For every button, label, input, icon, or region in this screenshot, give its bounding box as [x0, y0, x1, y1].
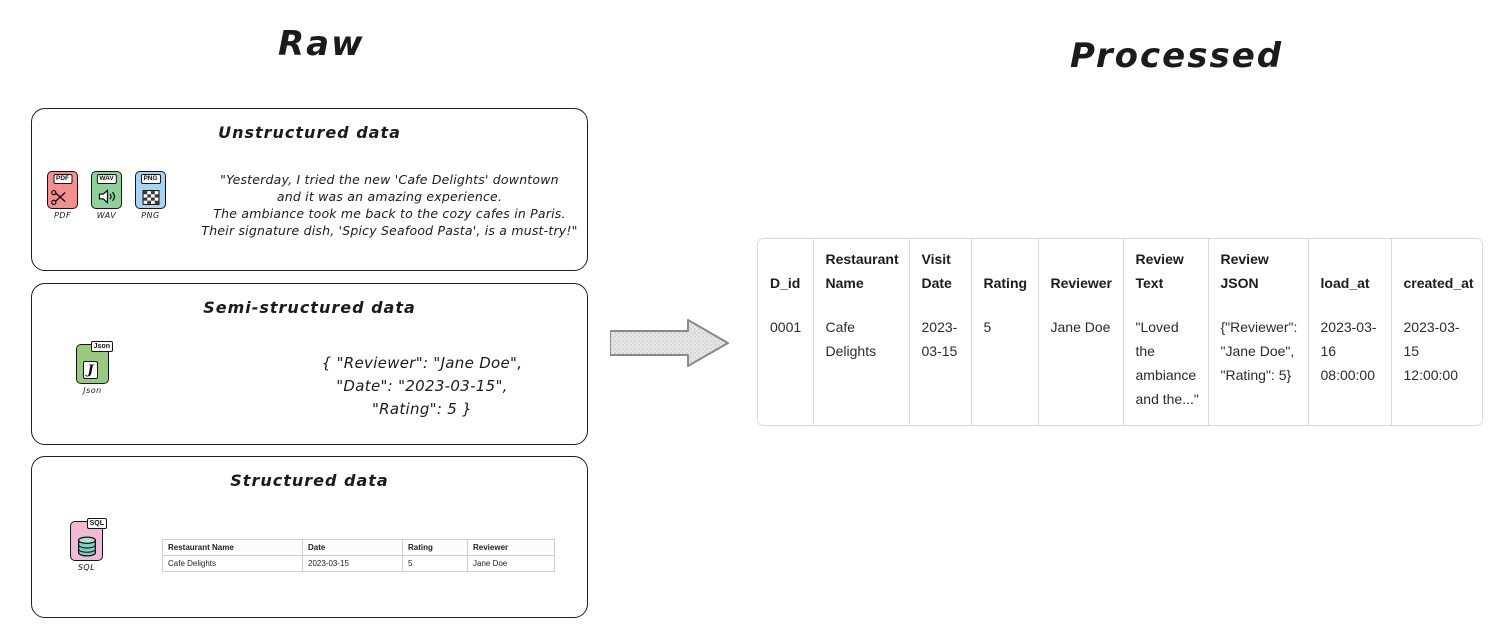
- wav-file: WAV WAV: [91, 171, 122, 220]
- png-file: PNG PNG: [135, 171, 166, 220]
- col-header-visit-date: Visit Date: [909, 239, 972, 307]
- mini-col-reviewer: Reviewer: [467, 539, 555, 556]
- quote-line: The ambiance took me back to the cozy ca…: [213, 206, 566, 221]
- pdf-label: PDF: [53, 211, 72, 220]
- processed-table: D_id Restaurant Name Visit Date Rating R…: [758, 239, 1482, 425]
- cell-review-json: {"Reviewer": "Jane Doe", "Rating": 5}: [1208, 307, 1309, 425]
- cell-d-id: 0001: [758, 307, 814, 425]
- json-file: Json J Json: [76, 341, 113, 395]
- processed-section-title: Processed: [1070, 36, 1284, 76]
- wav-badge: WAV: [96, 174, 117, 184]
- quote-line: Their signature dish, 'Spicy Seafood Pas…: [201, 223, 578, 238]
- mini-cell-reviewer: Jane Doe: [467, 555, 555, 572]
- col-header-review-text: Review Text: [1123, 239, 1209, 307]
- semi-structured-data-box: Semi-structured data Json J Json { "Revi…: [31, 283, 588, 445]
- checkered-image-icon: [142, 190, 159, 205]
- cell-created-at: 2023-03-15 12:00:00: [1403, 319, 1460, 383]
- sql-badge: SQL: [86, 518, 107, 529]
- unstructured-data-box: Unstructured data PDF PDF WAV: [31, 108, 588, 271]
- quote-line: and it was an amazing experience.: [276, 189, 503, 204]
- json-line: { "Reviewer": "Jane Doe",: [321, 354, 523, 372]
- cell-restaurant-name: Cafe Delights: [813, 307, 910, 425]
- json-file-icon: Json J: [76, 341, 113, 384]
- json-line: "Date": "2023-03-15",: [336, 377, 508, 395]
- unstructured-box-title: Unstructured data: [218, 123, 401, 142]
- cell-load-at: 2023-03-16 08:00:00: [1308, 307, 1392, 425]
- raw-section-title: Raw: [278, 24, 365, 64]
- processed-table-container: D_id Restaurant Name Visit Date Rating R…: [757, 238, 1483, 426]
- pdf-file: PDF PDF: [47, 171, 78, 220]
- processed-header-row: D_id Restaurant Name Visit Date Rating R…: [758, 239, 1482, 307]
- transform-arrow-icon: [610, 319, 729, 367]
- mini-table-header-row: Restaurant Name Date Rating Reviewer: [162, 539, 555, 556]
- col-header-d-id: D_id: [758, 239, 814, 307]
- file-icons-group: PDF PDF WAV: [47, 171, 166, 220]
- col-header-rating: Rating: [971, 239, 1039, 307]
- mini-cell-date: 2023-03-15: [302, 555, 403, 572]
- processed-table-row: 0001 Cafe Delights 2023-03-15 5 Jane Doe…: [758, 307, 1482, 425]
- structured-data-box: Structured data SQL SQL Restaurant Name …: [31, 456, 588, 618]
- json-snippet: { "Reviewer": "Jane Doe", "Date": "2023-…: [192, 352, 652, 421]
- mini-col-date: Date: [302, 539, 403, 556]
- col-header-created-at: created_at: [1403, 275, 1474, 291]
- wav-label: WAV: [96, 211, 117, 220]
- cell-rating: 5: [971, 307, 1039, 425]
- json-line: "Rating": 5 }: [371, 400, 473, 418]
- speaker-icon: [98, 188, 115, 205]
- col-header-reviewer: Reviewer: [1038, 239, 1124, 307]
- review-quote-text: "Yesterday, I tried the new 'Cafe Deligh…: [200, 171, 579, 239]
- json-label: Json: [83, 386, 102, 395]
- mini-cell-rating: 5: [402, 555, 468, 572]
- sql-file: SQL SQL: [70, 518, 107, 572]
- cell-visit-date: 2023-03-15: [909, 307, 972, 425]
- database-cylinder-icon: [77, 536, 96, 557]
- mini-table-row: Cafe Delights 2023-03-15 5 Jane Doe: [162, 555, 555, 572]
- quote-line: "Yesterday, I tried the new 'Cafe Deligh…: [220, 172, 559, 187]
- col-header-restaurant-name: Restaurant Name: [813, 239, 910, 307]
- scissors-icon: [51, 190, 66, 205]
- pdf-file-icon: PDF: [47, 171, 78, 209]
- pdf-badge: PDF: [53, 174, 72, 184]
- mini-col-rating: Rating: [402, 539, 468, 556]
- wav-file-icon: WAV: [91, 171, 122, 209]
- sql-file-icon: SQL: [70, 518, 107, 561]
- cell-review-text: "Loved the ambiance and the...": [1123, 307, 1209, 425]
- json-badge: Json: [90, 341, 113, 352]
- cell-reviewer: Jane Doe: [1038, 307, 1124, 425]
- mini-col-restaurant-name: Restaurant Name: [162, 539, 303, 556]
- png-badge: PNG: [140, 174, 161, 184]
- json-letter-glyph: J: [83, 361, 98, 379]
- sql-label: SQL: [77, 563, 96, 572]
- semi-structured-box-title: Semi-structured data: [203, 298, 416, 317]
- mini-cell-restaurant-name: Cafe Delights: [162, 555, 303, 572]
- col-header-review-json: Review JSON: [1208, 239, 1309, 307]
- structured-mini-table: Restaurant Name Date Rating Reviewer Caf…: [162, 539, 555, 572]
- col-header-load-at: load_at: [1308, 239, 1392, 307]
- structured-box-title: Structured data: [230, 471, 389, 490]
- png-label: PNG: [141, 211, 160, 220]
- png-file-icon: PNG: [135, 171, 166, 209]
